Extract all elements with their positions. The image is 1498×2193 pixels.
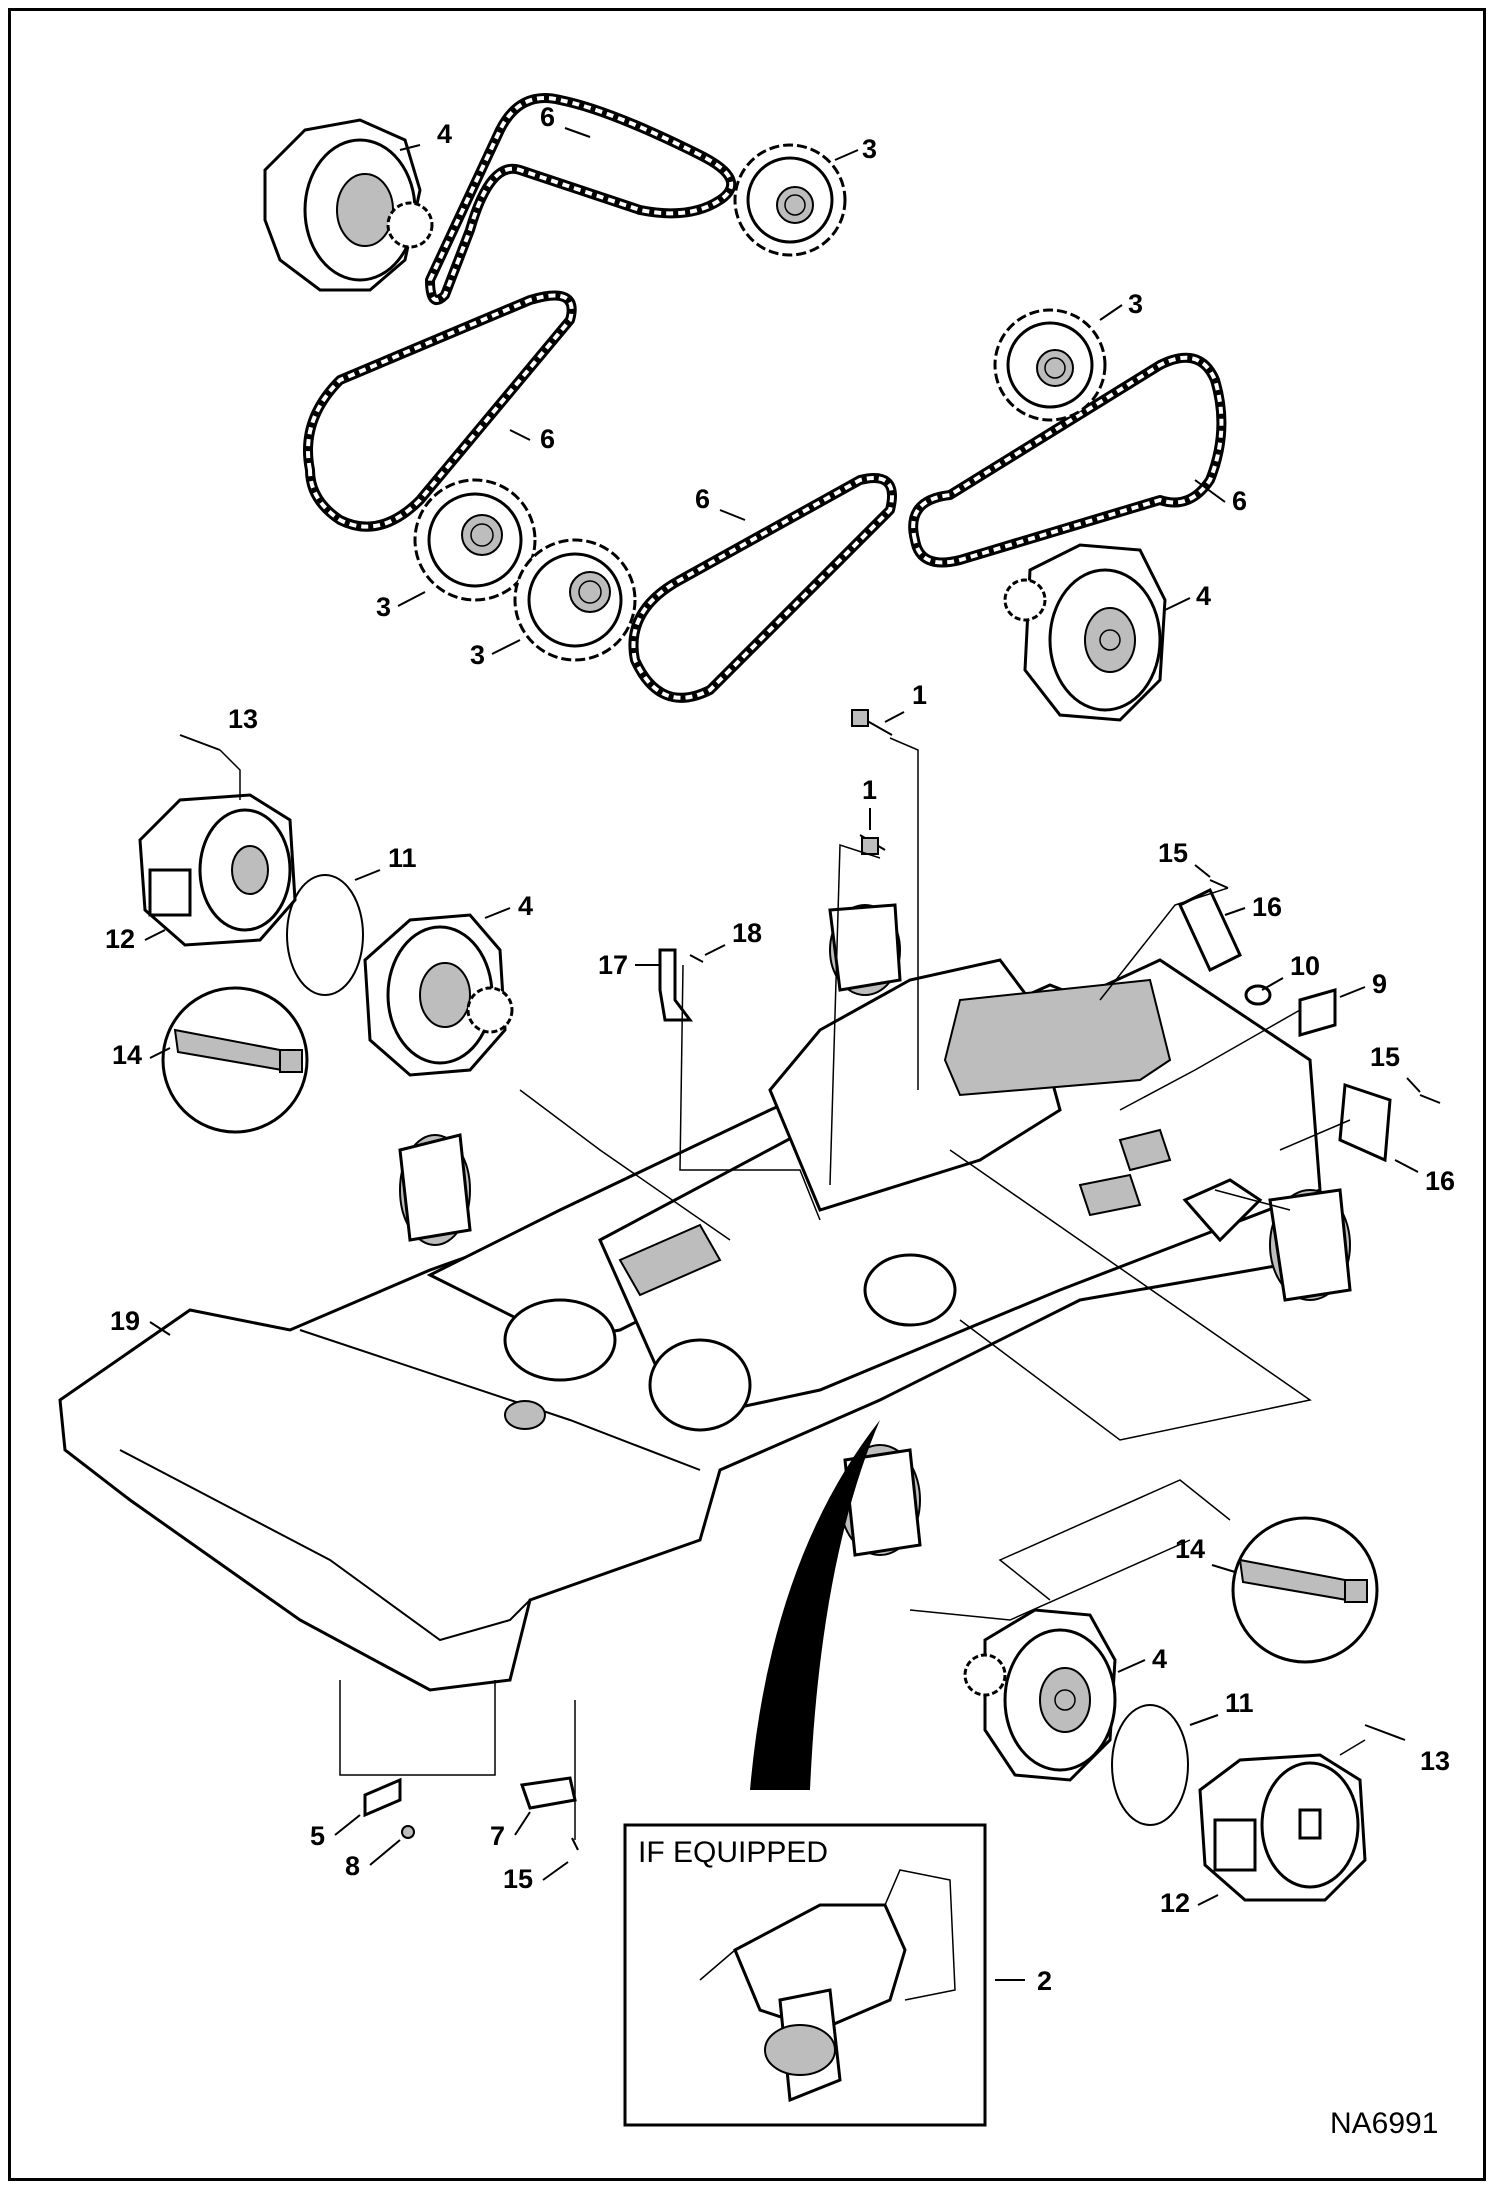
bolt-13-b (1364, 1724, 1406, 1741)
callout-1: 1 (912, 680, 927, 710)
main-chassis-frame (58, 903, 1352, 1692)
drive-chain-lower-center (628, 473, 897, 703)
callout-16: 16 (1252, 892, 1282, 922)
callout-labels: 4 6 3 3 6 6 6 3 3 4 13 1 1 11 4 12 15 16… (105, 102, 1455, 1996)
sprocket-upper-right-2 (993, 308, 1107, 422)
sprocket-lower-left (513, 538, 637, 662)
callout-6: 6 (540, 102, 555, 132)
callout-14: 14 (112, 1040, 142, 1070)
callout-15: 15 (503, 1864, 533, 1894)
callout-9: 9 (1372, 969, 1387, 999)
callout-12: 12 (105, 924, 135, 954)
gearbox-hub-right (1003, 543, 1167, 722)
bolt-13-a (179, 734, 221, 751)
callout-6: 6 (1232, 486, 1247, 516)
grease-tube-right (1231, 1516, 1379, 1664)
grease-tube-left (161, 986, 309, 1134)
callout-15: 15 (1370, 1042, 1400, 1072)
callout-19: 19 (110, 1306, 140, 1336)
cover-plate-16-b (1338, 1082, 1392, 1163)
sprocket-upper-right (733, 143, 847, 257)
callout-18: 18 (732, 918, 762, 948)
drive-chain-middle-left (303, 290, 577, 532)
callout-16: 16 (1425, 1166, 1455, 1196)
callout-8: 8 (345, 1851, 360, 1881)
callout-13: 13 (228, 704, 258, 734)
callout-2: 2 (1037, 1966, 1052, 1996)
page-border (8, 8, 1486, 2181)
gearbox-hub-top-left (263, 118, 434, 292)
bracket-9 (1298, 988, 1337, 1037)
bolt-15-b (1419, 1094, 1441, 1104)
bolt-15-c (571, 1837, 579, 1851)
bolt-18 (689, 954, 704, 963)
bolt-1-a (851, 709, 893, 736)
drive-motor-right (1198, 1753, 1367, 1902)
sprocket-middle-left (413, 478, 537, 602)
callout-4: 4 (437, 119, 452, 149)
callout-11: 11 (1225, 1688, 1254, 1718)
bushing-10 (1244, 984, 1272, 1006)
axle-tube-right (1268, 1188, 1352, 1302)
drive-motor-left (138, 793, 297, 947)
drive-chain-upper-left (425, 93, 737, 305)
callout-17: 17 (598, 950, 628, 980)
callout-14: 14 (1175, 1534, 1205, 1564)
gearbox-hub-bottom-right (963, 1608, 1117, 1782)
callout-4: 4 (518, 891, 533, 921)
callout-10: 10 (1290, 951, 1320, 981)
inset-title: IF EQUIPPED (638, 1836, 828, 1869)
callout-5: 5 (310, 1821, 325, 1851)
axle-tube-left (398, 1133, 472, 1246)
callout-1: 1 (862, 775, 877, 805)
callout-6: 6 (540, 424, 555, 454)
callout-13: 13 (1420, 1746, 1450, 1776)
bolt-8 (401, 1825, 415, 1839)
callout-12: 12 (1160, 1888, 1190, 1918)
callout-7: 7 (490, 1821, 505, 1851)
callout-11: 11 (388, 843, 417, 873)
callout-3: 3 (470, 640, 485, 670)
callout-3: 3 (376, 592, 391, 622)
callout-6: 6 (695, 484, 710, 514)
drive-chain-right (908, 352, 1227, 568)
gearbox-hub-middle-left (363, 913, 514, 1077)
o-ring-right (1111, 1704, 1189, 1826)
callout-4: 4 (1196, 581, 1211, 611)
cover-plate-16-a (1178, 887, 1242, 973)
axle-tube-rear (828, 903, 902, 996)
if-equipped-inset (623, 1823, 987, 2127)
o-ring-left (286, 874, 364, 996)
leader-lines (219, 737, 1366, 1840)
drawing-id: NA6991 (1330, 2107, 1438, 2140)
bolt-15-a (1209, 879, 1229, 889)
callout-4: 4 (1152, 1644, 1167, 1674)
inset-pointer-arrow (750, 1420, 880, 1790)
callout-3: 3 (1128, 289, 1143, 319)
bracket-17 (658, 948, 693, 1022)
callout-3: 3 (862, 134, 877, 164)
callout-15: 15 (1158, 838, 1188, 868)
plate-5 (363, 1777, 402, 1818)
